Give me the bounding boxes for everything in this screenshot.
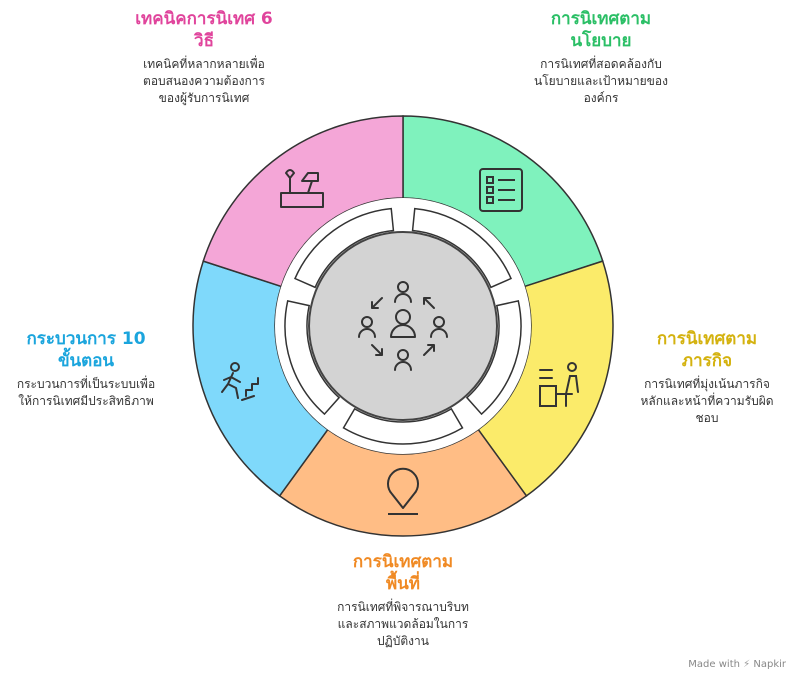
checklist-icon (479, 168, 523, 212)
inner-ring-piece (411, 207, 513, 289)
inner-ring (284, 207, 522, 445)
inner-ring-piece (465, 300, 522, 416)
people-cycle-icon (358, 281, 448, 371)
watermark-prefix: Made with (688, 659, 740, 670)
label-mission-desc: การนิเทศที่มุ่งเน้นภารกิจ หลักและหน้าที่… (640, 377, 774, 425)
label-techniques-title: เทคนิคการนิเทศ 6 วิธี (135, 9, 273, 51)
inner-ring-piece (342, 407, 464, 445)
desk-worker-icon (539, 362, 579, 407)
tools-icon (280, 169, 324, 208)
label-mission: การนิเทศตาม ภารกิจ การนิเทศที่มุ่งเน้นภา… (622, 328, 792, 427)
label-area-desc: การนิเทศที่พิจารณาบริบท และสภาพแวดล้อมใน… (337, 600, 469, 648)
napkin-logo-icon: ⚡ (743, 659, 751, 670)
label-process-title: กระบวนการ 10 ขั้นตอน (26, 329, 146, 371)
stairs-climber-icon (221, 362, 259, 401)
inner-tabs (345, 200, 462, 237)
label-policy: การนิเทศตาม นโยบาย การนิเทศที่สอดคล้องกั… (496, 8, 706, 107)
watermark: Made with ⚡ Napkir (688, 659, 786, 670)
inner-ring-piece (293, 207, 395, 289)
location-pin-icon (387, 467, 419, 515)
label-area: การนิเทศตาม พื้นที่ การนิเทศที่พิจารณาบร… (300, 551, 506, 650)
label-area-title: การนิเทศตาม พื้นที่ (352, 552, 454, 594)
label-techniques-desc: เทคนิคที่หลากหลายเพื่อ ตอบสนองความต้องกา… (143, 57, 265, 105)
label-techniques: เทคนิคการนิเทศ 6 วิธี เทคนิคที่หลากหลายเ… (104, 8, 304, 107)
label-policy-desc: การนิเทศที่สอดคล้องกับ นโยบายและเป้าหมาย… (534, 57, 668, 105)
label-policy-title: การนิเทศตาม นโยบาย (550, 9, 652, 51)
watermark-brand: Napkir (753, 659, 786, 670)
label-mission-title: การนิเทศตาม ภารกิจ (656, 329, 758, 371)
label-process-desc: กระบวนการที่เป็นระบบเพื่อ ให้การนิเทศมีป… (16, 377, 156, 408)
inner-ring-piece (284, 300, 341, 416)
label-process: กระบวนการ 10 ขั้นตอน กระบวนการที่เป็นระบ… (0, 328, 172, 410)
